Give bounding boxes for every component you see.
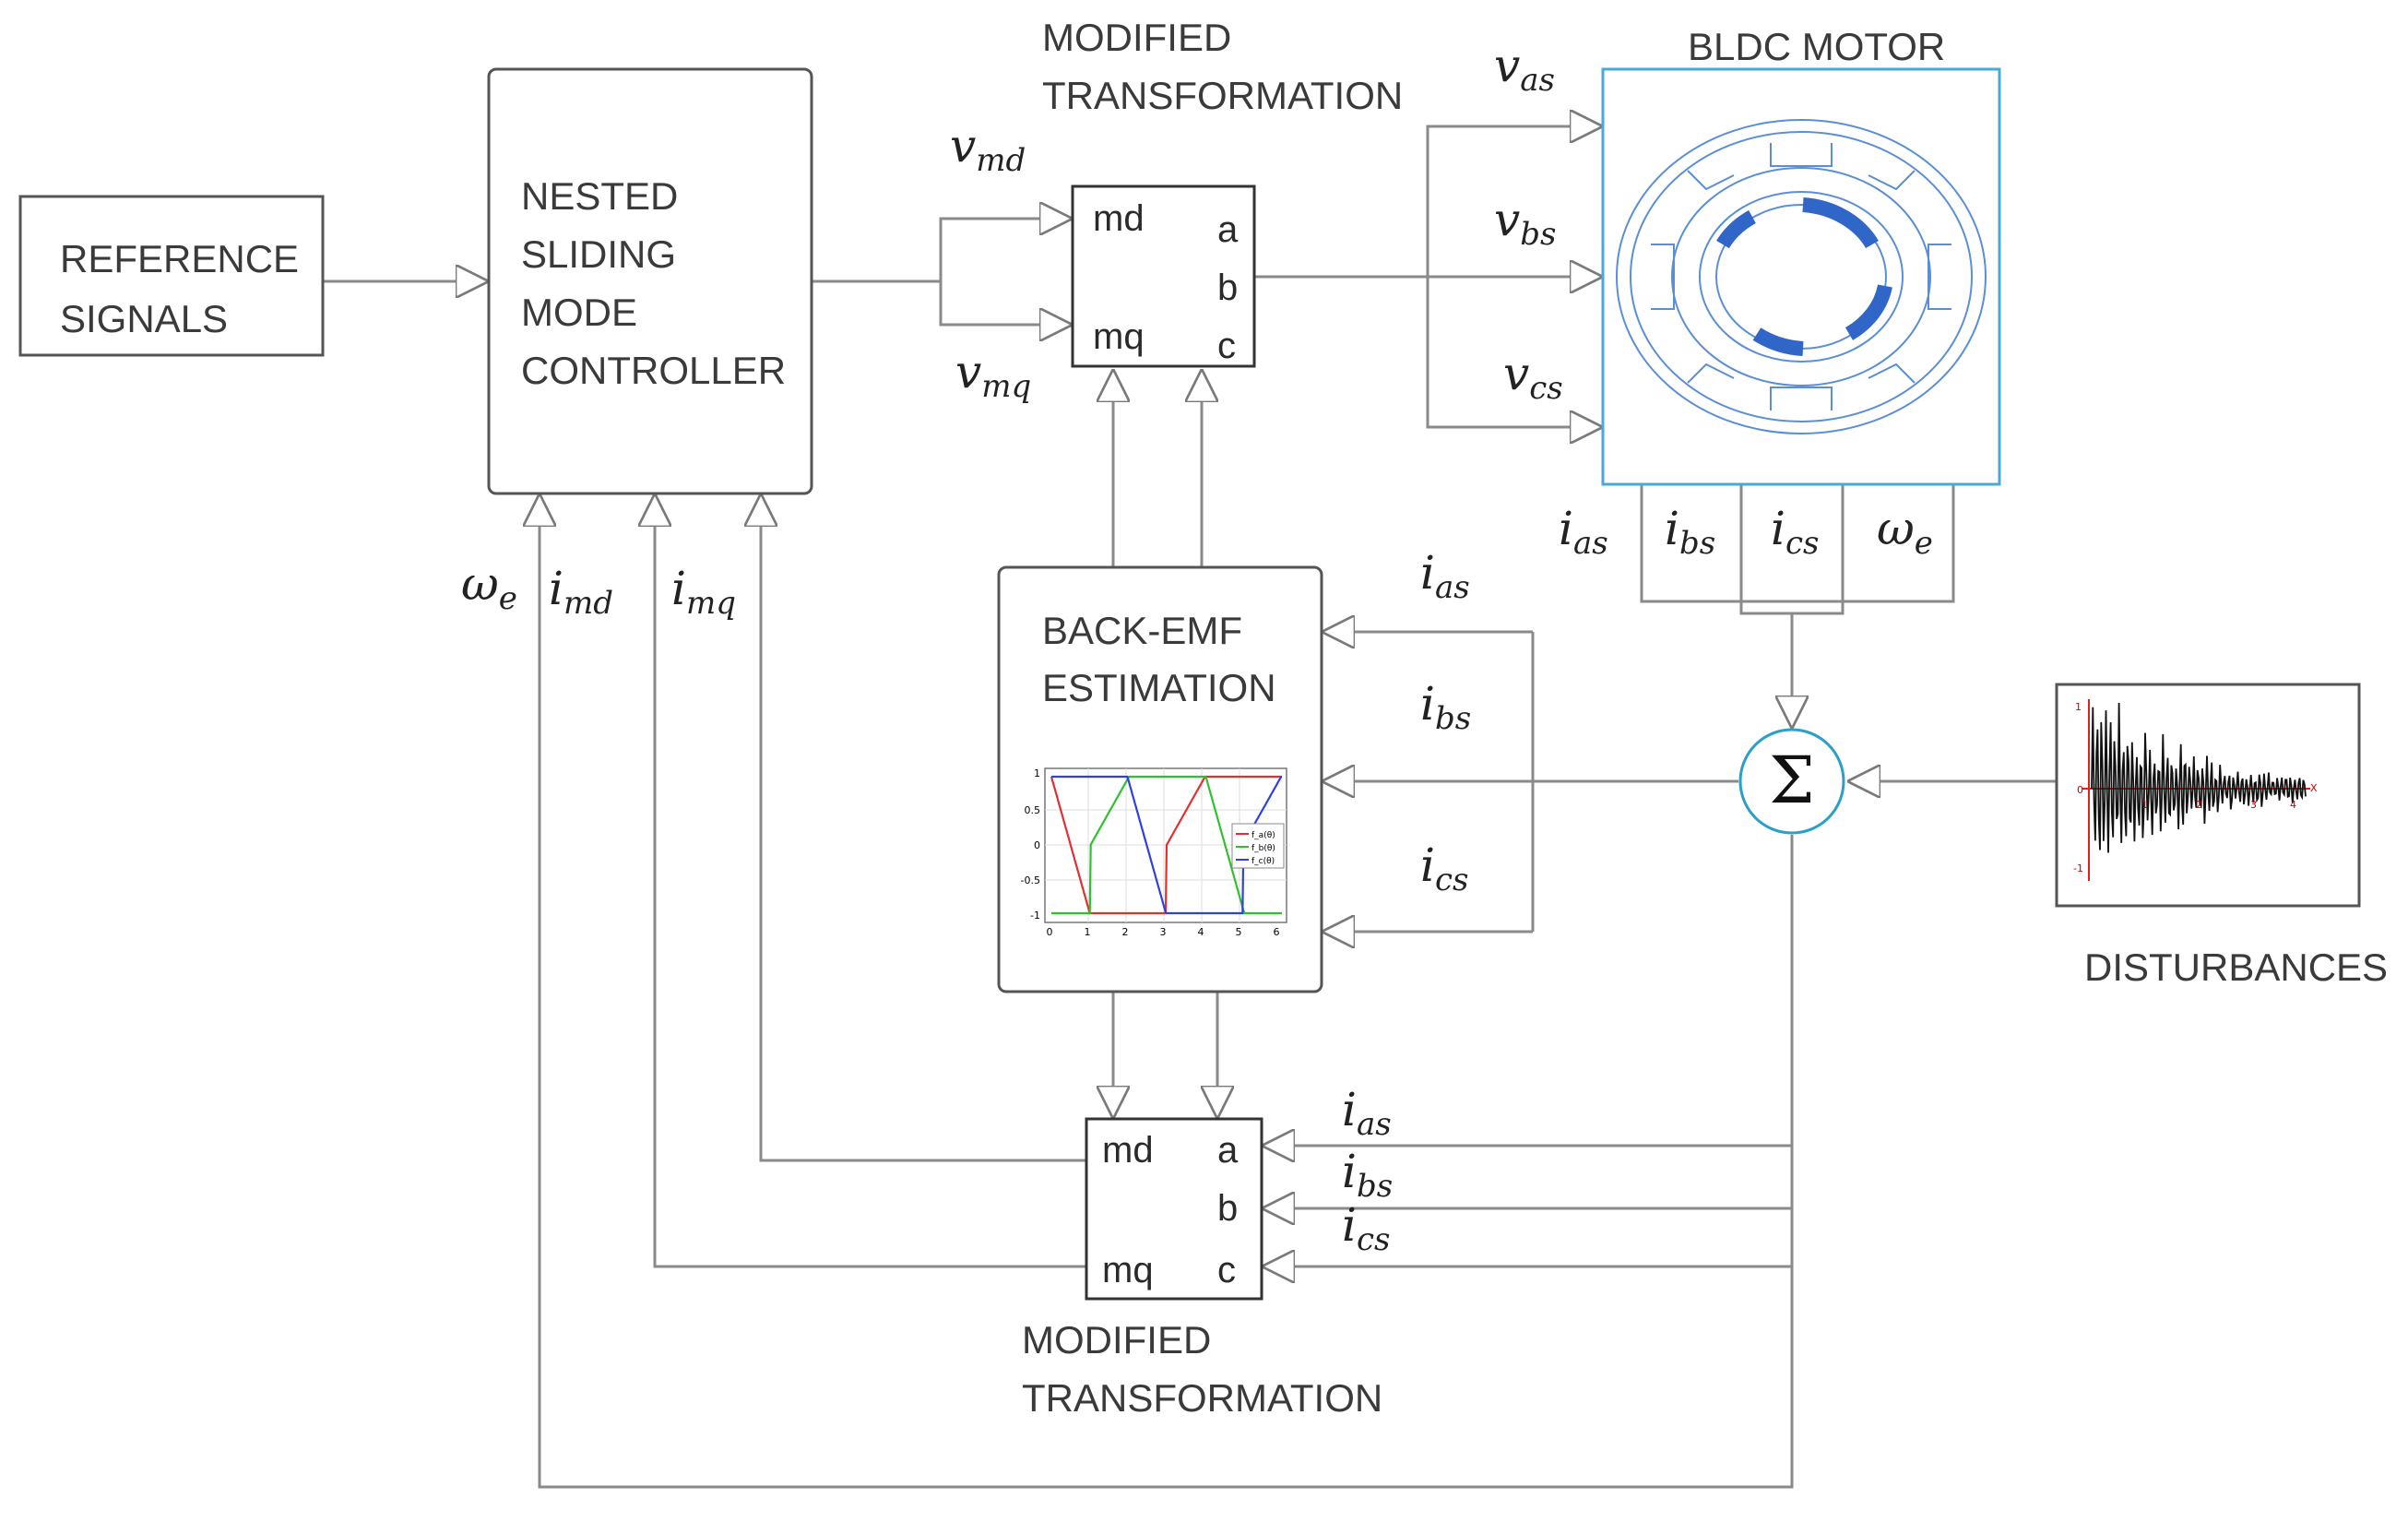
signal-labels: vmd vmq vas vbs vcs ias ibs ics ωe ias i… xyxy=(461,39,1933,1258)
controller-label-line1: NESTED xyxy=(521,174,678,218)
emf-xtick-4: 4 xyxy=(1198,926,1204,938)
top-port-a: a xyxy=(1217,209,1239,250)
label-bottom-i-as: ias xyxy=(1342,1083,1392,1143)
label-v-md: vmd xyxy=(950,119,1026,179)
bldc-motor-block: BLDC MOTOR xyxy=(1601,25,2001,486)
vas-arrow xyxy=(1254,126,1603,279)
label-controller-omega-e: ωe xyxy=(461,557,517,617)
vmq-arrow xyxy=(939,281,1073,325)
reference-label-line2: SIGNALS xyxy=(60,297,228,340)
backemf-label-line1: BACK-EMF xyxy=(1042,609,1242,652)
dist-xtick-1: 1 xyxy=(2141,799,2148,811)
label-controller-i-mq: imq xyxy=(671,562,736,622)
disturbance-waveform xyxy=(2091,702,2307,853)
label-backemf-i-bs: ibs xyxy=(1420,677,1471,737)
disturbances-block: 1 0 -1 1 2 3 4 X DISTURBANCES xyxy=(2055,683,2388,989)
top-port-md: md xyxy=(1093,198,1145,239)
bottom-transform-title-line1: MODIFIED xyxy=(1022,1318,1211,1361)
dist-xtick-2: 2 xyxy=(2196,799,2202,811)
emf-xtick-1: 1 xyxy=(1085,926,1091,938)
motor-cross-section-icon xyxy=(1616,119,1987,434)
label-bottom-i-cs: ics xyxy=(1342,1198,1391,1258)
dist-xtick-3: 3 xyxy=(2250,799,2257,811)
vmd-arrow xyxy=(812,219,1073,283)
top-port-c: c xyxy=(1217,326,1236,366)
backemf-xticks: 0 1 2 3 4 5 6 xyxy=(1047,926,1280,938)
label-v-mq: vmq xyxy=(955,345,1031,405)
emf-xtick-3: 3 xyxy=(1160,926,1167,938)
backemf-plot: 1 0.5 0 -0.5 -1 0 1 2 3 4 5 6 f_a(θ) f_b(θ) f_… xyxy=(1021,767,1287,938)
reference-label-line1: REFERENCE xyxy=(60,237,299,280)
emf-xtick-2: 2 xyxy=(1122,926,1129,938)
bottom-port-c: c xyxy=(1217,1250,1236,1290)
imd-feedback-arrow xyxy=(655,493,1086,1268)
omega-feedback-arrow xyxy=(540,493,1794,1489)
bottom-modified-transformation-block: md mq a b c MODIFIED TRANSFORMATION xyxy=(1022,1117,1382,1420)
emf-xtick-5: 5 xyxy=(1236,926,1242,938)
controller-label-line2: SLIDING xyxy=(521,232,676,276)
emf-ytick-0: 0 xyxy=(1034,839,1040,851)
bottom-transform-title-line2: TRANSFORMATION xyxy=(1022,1376,1382,1420)
motor-output-bus xyxy=(1640,484,1955,603)
label-v-cs: vcs xyxy=(1503,347,1563,407)
emf-ytick-neg0.5: -0.5 xyxy=(1021,874,1040,886)
motor-title: BLDC MOTOR xyxy=(1688,25,1945,68)
summing-junction: Σ xyxy=(1738,728,1845,835)
top-modified-transformation-block: MODIFIED TRANSFORMATION md mq a b c xyxy=(1042,16,1403,368)
emf-xtick-0: 0 xyxy=(1047,926,1053,938)
emf-ytick-0.5: 0.5 xyxy=(1025,804,1041,816)
dist-xaxis-label: X xyxy=(2310,782,2318,794)
backemf-legend: f_a(θ) f_b(θ) f_c(θ) xyxy=(1231,823,1285,869)
legend-fa: f_a(θ) xyxy=(1251,831,1275,840)
bottom-port-a: a xyxy=(1217,1130,1239,1171)
vcs-arrow xyxy=(1426,277,1603,427)
label-v-bs: vbs xyxy=(1494,193,1556,253)
label-motor-i-as: ias xyxy=(1559,502,1608,562)
imq-feedback-arrow xyxy=(761,493,1086,1162)
motor-rotor-magnets-icon xyxy=(1716,197,1892,356)
sigma-symbol: Σ xyxy=(1769,743,1815,818)
bottom-port-mq: mq xyxy=(1102,1250,1154,1290)
connection-lines xyxy=(323,126,2057,1489)
label-controller-i-md: imd xyxy=(549,562,613,622)
label-bottom-i-bs: ibs xyxy=(1342,1145,1393,1205)
top-port-b: b xyxy=(1217,268,1238,308)
legend-fc: f_c(θ) xyxy=(1251,857,1275,866)
backemf-label-line2: ESTIMATION xyxy=(1042,666,1276,709)
bottom-port-md: md xyxy=(1102,1130,1154,1171)
controller-label-line4: CONTROLLER xyxy=(521,349,786,392)
label-motor-omega-e: ωe xyxy=(1877,502,1933,562)
dist-ytick-neg1: -1 xyxy=(2073,862,2083,874)
reference-signals-block: REFERENCE SIGNALS xyxy=(18,195,325,357)
backemf-estimation-block: BACK-EMF ESTIMATION 1 0.5 0 -0.5 -1 0 1 2 3… xyxy=(997,565,1323,993)
top-transform-title-line1: MODIFIED xyxy=(1042,16,1231,59)
bottom-port-b: b xyxy=(1217,1188,1238,1229)
label-motor-i-cs: ics xyxy=(1771,502,1820,562)
label-backemf-i-cs: ics xyxy=(1420,838,1469,898)
emf-xtick-6: 6 xyxy=(1274,926,1280,938)
dist-xtick-4: 4 xyxy=(2290,799,2296,811)
dist-ytick-1: 1 xyxy=(2075,701,2082,713)
label-v-as: vas xyxy=(1494,39,1555,99)
controller-label-line3: MODE xyxy=(521,291,637,334)
emf-ytick-neg1: -1 xyxy=(1030,910,1040,922)
emf-ytick-1: 1 xyxy=(1034,767,1040,779)
legend-fb: f_b(θ) xyxy=(1251,844,1275,853)
disturbances-label: DISTURBANCES xyxy=(2084,945,2388,989)
label-motor-i-bs: ibs xyxy=(1665,502,1715,562)
nested-sliding-mode-controller-block: NESTED SLIDING MODE CONTROLLER xyxy=(487,67,813,495)
output-merge xyxy=(1739,601,1845,615)
label-backemf-i-as: ias xyxy=(1420,546,1470,606)
dist-ytick-0: 0 xyxy=(2077,784,2083,796)
top-port-mq: mq xyxy=(1093,316,1145,357)
top-transform-title-line2: TRANSFORMATION xyxy=(1042,74,1403,117)
disturbance-plot: 1 0 -1 1 2 3 4 X xyxy=(2073,699,2318,881)
